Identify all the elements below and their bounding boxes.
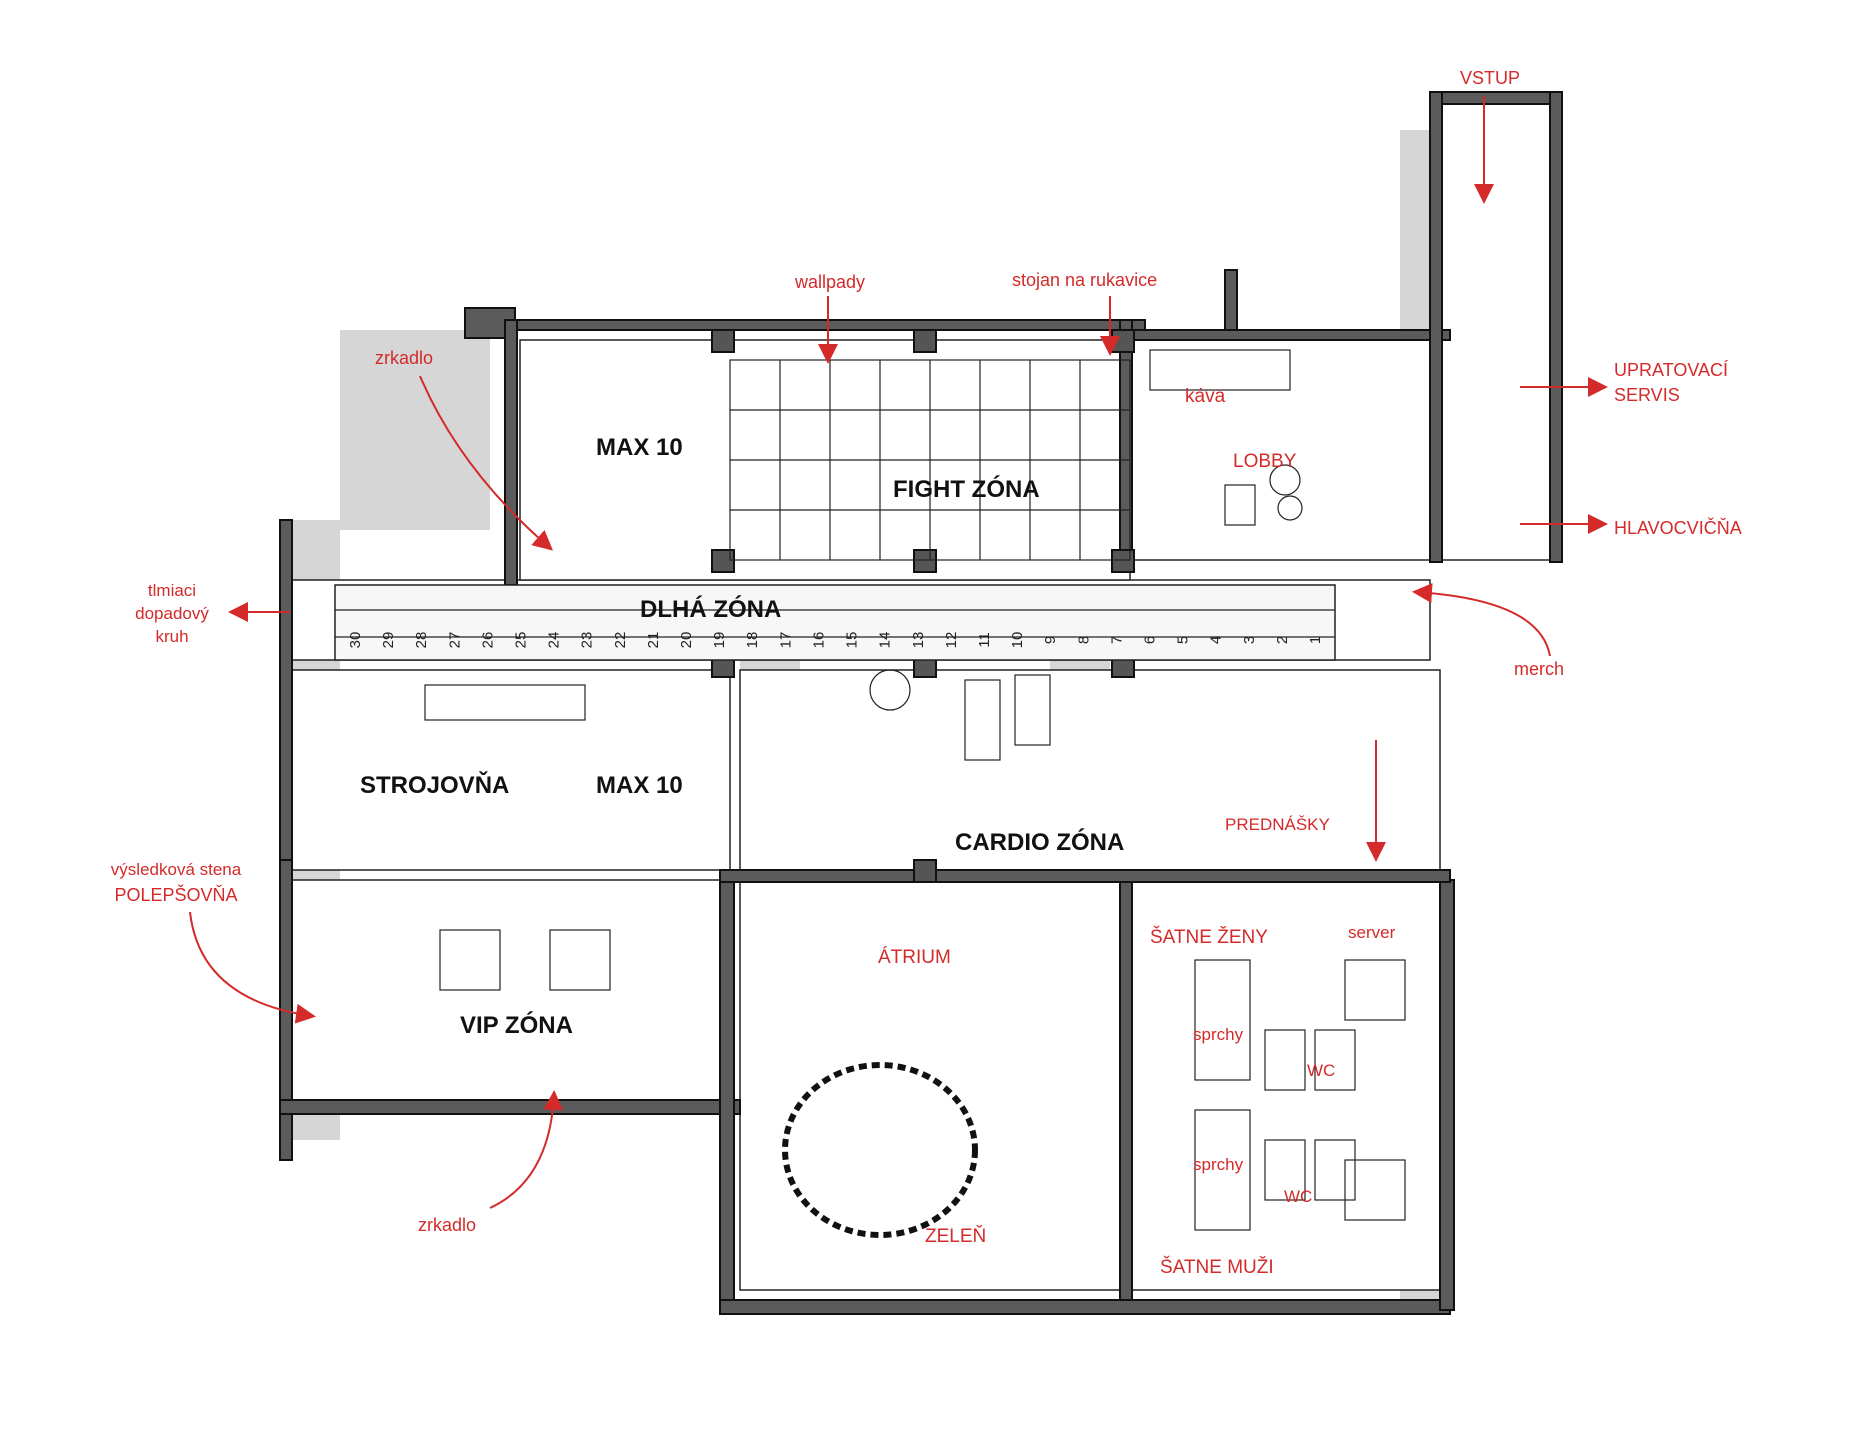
label-vysledkova: výsledková stena xyxy=(111,860,242,879)
label-tlmiaci-2: dopadový xyxy=(135,604,209,623)
track-number: 3 xyxy=(1241,636,1258,644)
label-sprchy-1: sprchy xyxy=(1193,1025,1244,1044)
zone-max10-top: MAX 10 xyxy=(596,434,683,461)
arrow-zrkadlo-top xyxy=(419,375,554,551)
track-number: 6 xyxy=(1141,636,1158,644)
track-number: 8 xyxy=(1075,636,1092,644)
track-number: 4 xyxy=(1208,636,1225,644)
label-satne-zeny: ŠATNE ŽENY xyxy=(1150,926,1268,948)
track-number: 27 xyxy=(446,632,463,649)
label-hlavocvicna: HLAVOCVIČŇA xyxy=(1614,517,1742,538)
label-merch: merch xyxy=(1514,659,1564,679)
zone-labels: MAX 10 FIGHT ZÓNA DLHÁ ZÓNA STROJOVŇA MA… xyxy=(360,434,1124,1039)
track-number: 7 xyxy=(1108,636,1125,644)
track-number: 11 xyxy=(976,632,993,648)
track-number: 15 xyxy=(844,632,861,649)
label-stojan: stojan na rukavice xyxy=(1012,270,1157,290)
track-number: 10 xyxy=(1009,632,1026,649)
label-kava: káva xyxy=(1185,386,1226,407)
annotation-arrows xyxy=(189,96,1608,1209)
label-server: server xyxy=(1348,923,1396,942)
track-number: 5 xyxy=(1175,636,1192,644)
track-number: 29 xyxy=(380,632,397,649)
track-number: 20 xyxy=(678,632,695,649)
label-upratovaci-1: UPRATOVACÍ xyxy=(1614,360,1728,380)
track-number: 17 xyxy=(777,632,794,649)
annotations: VSTUP wallpady stojan na rukavice zrkadl… xyxy=(111,68,1742,1278)
label-atrium: ÁTRIUM xyxy=(878,947,951,968)
track-number: 1 xyxy=(1307,636,1324,644)
track-number: 18 xyxy=(744,632,761,649)
label-upratovaci-2: SERVIS xyxy=(1614,385,1680,405)
track-number: 24 xyxy=(546,632,563,649)
label-zelen: ZELEŇ xyxy=(925,1225,986,1247)
arrow-polepsovna xyxy=(189,911,316,1024)
track-number: 28 xyxy=(413,632,430,649)
track-number: 2 xyxy=(1274,636,1291,644)
zone-cardio: CARDIO ZÓNA xyxy=(955,828,1124,856)
arrow-merch xyxy=(1412,583,1551,657)
label-prednasky: PREDNÁŠKY xyxy=(1225,815,1330,834)
label-wallpady: wallpady xyxy=(794,272,865,292)
track-number: 14 xyxy=(877,632,894,649)
equipment xyxy=(424,349,1406,1238)
arrow-zrkadlo-bottom xyxy=(489,1090,564,1209)
zone-dlha: DLHÁ ZÓNA xyxy=(640,595,781,623)
label-wc-1: WC xyxy=(1307,1061,1335,1080)
track-number: 26 xyxy=(479,632,496,649)
track-number: 23 xyxy=(579,632,596,649)
zone-max10-mid: MAX 10 xyxy=(596,772,683,799)
track-number: 19 xyxy=(711,632,728,649)
track-number: 22 xyxy=(612,632,629,649)
zone-fight: FIGHT ZÓNA xyxy=(893,475,1040,503)
track-number: 9 xyxy=(1042,636,1059,644)
track-number: 30 xyxy=(347,632,364,649)
label-zrkadlo-top: zrkadlo xyxy=(375,348,433,368)
label-lobby: LOBBY xyxy=(1233,451,1297,472)
fight-mat-grid xyxy=(729,359,1131,561)
long-zone-track xyxy=(334,584,1336,661)
label-tlmiaci-3: kruh xyxy=(155,627,188,646)
label-zrkadlo-bottom: zrkadlo xyxy=(418,1215,476,1235)
label-wc-2: WC xyxy=(1284,1187,1312,1206)
track-number: 21 xyxy=(645,632,662,649)
track-number: 13 xyxy=(910,632,927,649)
track-number: 12 xyxy=(943,632,960,649)
label-sprchy-2: sprchy xyxy=(1193,1155,1244,1174)
label-tlmiaci-1: tlmiaci xyxy=(148,581,196,600)
zone-vip: VIP ZÓNA xyxy=(460,1011,573,1039)
zone-strojovna: STROJOVŇA xyxy=(360,771,509,799)
label-polepsovna: POLEPŠOVŇA xyxy=(114,884,237,905)
track-number: 16 xyxy=(810,632,827,649)
track-number: 25 xyxy=(513,632,530,649)
walls xyxy=(279,91,1563,1315)
label-satne-muzi: ŠATNE MUŽI xyxy=(1160,1256,1274,1278)
label-vstup: VSTUP xyxy=(1460,68,1520,88)
